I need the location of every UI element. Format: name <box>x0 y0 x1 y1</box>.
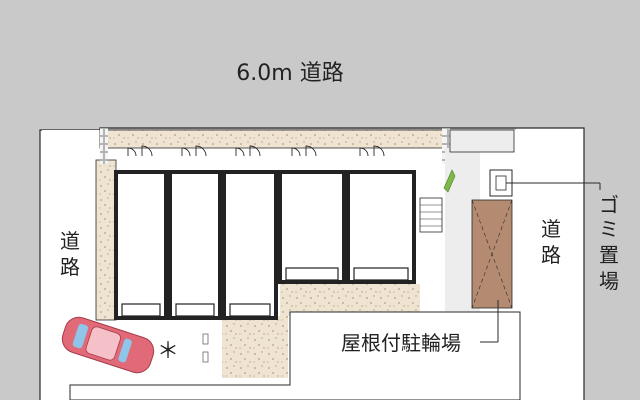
left-road-label-1: 道 <box>60 229 80 253</box>
left-road-label-2: 路 <box>60 255 80 279</box>
door-swing-icon <box>181 145 207 157</box>
unit-1 <box>114 170 168 320</box>
unit-4 <box>278 170 346 284</box>
fence-left <box>100 128 108 164</box>
unit-2 <box>168 170 222 320</box>
unit-3 <box>222 170 278 320</box>
gravel-strip-front <box>222 316 288 378</box>
unit-balcony <box>285 267 339 281</box>
gravel-strip-bottom <box>280 284 420 316</box>
door-swing-icon <box>291 145 317 157</box>
gravel-strip-left <box>95 159 117 321</box>
bicycle-parking-label: 屋根付駐輪場 <box>341 331 461 355</box>
unit-balcony <box>229 303 271 317</box>
door-swing-icon <box>359 145 385 157</box>
unit-balcony <box>175 303 215 317</box>
door-swing-icon <box>235 145 261 157</box>
right-road-label-2: 路 <box>541 243 561 267</box>
unit-5 <box>346 170 416 284</box>
trash-label-1: ゴ <box>599 193 619 217</box>
fence-right <box>442 128 450 164</box>
unit-balcony <box>353 267 409 281</box>
tree-icon <box>443 169 456 193</box>
trash-label-2: ミ <box>599 217 619 241</box>
car-icon <box>61 316 155 374</box>
building-units <box>114 145 416 320</box>
right-road-label-1: 道 <box>541 217 561 241</box>
walkway-top <box>449 129 515 153</box>
gravel-strip-top <box>99 129 446 149</box>
door-swing-icon <box>127 145 153 157</box>
trash-label-4: 場 <box>599 269 619 293</box>
unit-balcony <box>121 303 161 317</box>
trash-label-3: 置 <box>599 243 619 267</box>
parking-bay-marks <box>202 333 209 363</box>
top-road-label: 6.0m 道路 <box>236 61 343 86</box>
stairs-icon <box>419 197 443 233</box>
bicycle-parking-area <box>471 199 513 309</box>
parking-mark: ＊ <box>157 339 179 364</box>
